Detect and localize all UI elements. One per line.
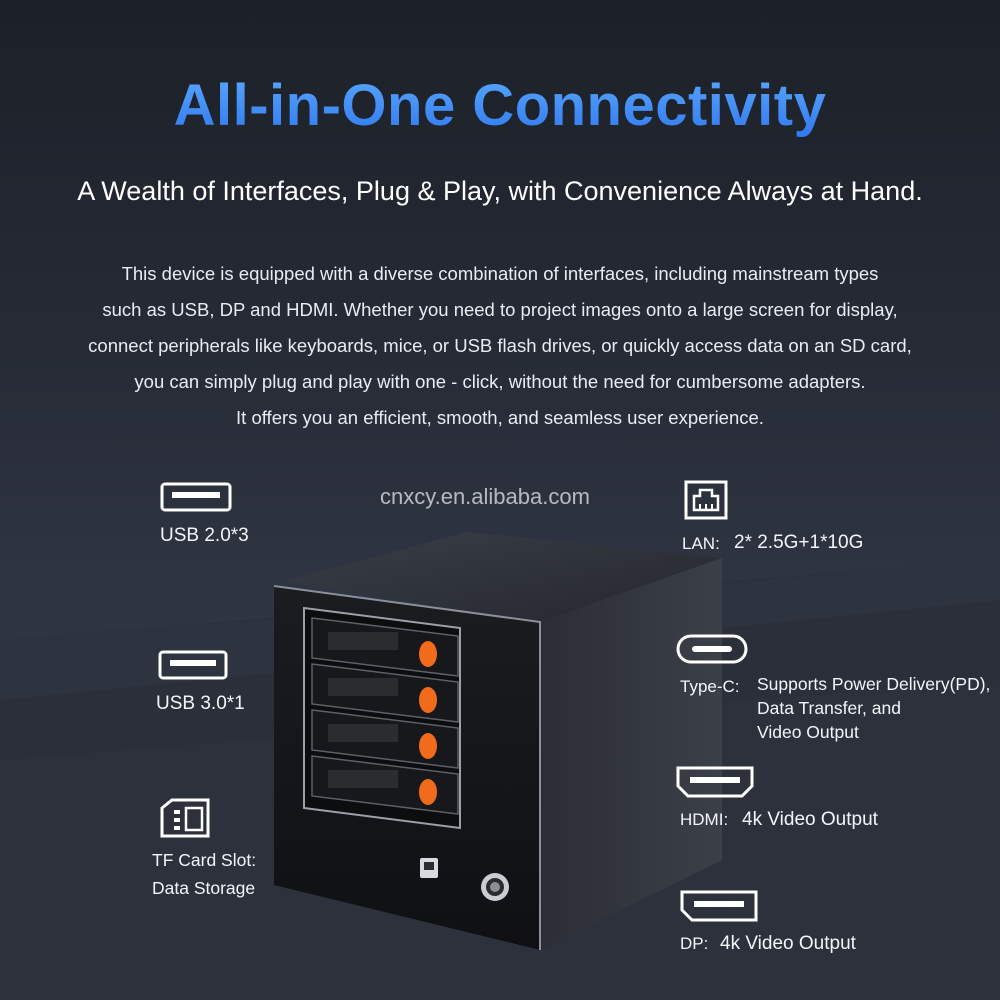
- typec-label: Type-C:: [680, 677, 740, 696]
- tf-detail: Data Storage: [152, 878, 256, 898]
- usb3-label: USB 3.0*1: [156, 693, 245, 714]
- page-subtitle: A Wealth of Interfaces, Plug & Play, wit…: [77, 176, 923, 206]
- drive-tray[interactable]: [311, 663, 459, 723]
- typec-detail: Supports Power Delivery(PD), Data Transf…: [757, 672, 990, 744]
- hdmi-detail: 4k Video Output: [742, 809, 878, 830]
- description-line: such as USB, DP and HDMI. Whether you ne…: [102, 299, 898, 320]
- sd-card-icon: [160, 798, 210, 838]
- typec-detail-line: Video Output: [757, 722, 859, 742]
- drive-tray[interactable]: [311, 709, 459, 769]
- displayport-icon: [680, 890, 758, 922]
- dp-label: DP:: [680, 934, 709, 953]
- hdmi-label: HDMI:: [680, 810, 729, 829]
- drive-tray[interactable]: [311, 617, 459, 677]
- typec-detail-line: Supports Power Delivery(PD),: [757, 674, 991, 694]
- usb2-label: USB 2.0*3: [160, 525, 249, 546]
- usb-c-icon: [676, 634, 748, 664]
- tf-label: TF Card Slot:: [152, 850, 257, 870]
- usb-a-icon: [158, 650, 228, 680]
- power-button[interactable]: [478, 870, 512, 904]
- dp-detail: 4k Video Output: [720, 933, 856, 954]
- hdmi-icon: [676, 766, 754, 798]
- typec-detail-line: Data Transfer, and: [757, 698, 901, 718]
- description-line: you can simply plug and play with one - …: [134, 371, 866, 392]
- description: This device is equipped with a diverse c…: [40, 256, 960, 436]
- description-line: connect peripherals like keyboards, mice…: [88, 335, 912, 356]
- lan-label: LAN:: [682, 534, 720, 553]
- drive-tray[interactable]: [311, 755, 459, 815]
- description-line: This device is equipped with a diverse c…: [121, 263, 879, 284]
- page-title: All-in-One Connectivity: [0, 72, 1000, 139]
- drive-bays: [311, 617, 459, 815]
- front-usb-port: [420, 858, 438, 878]
- usb-a-icon: [160, 482, 232, 512]
- ethernet-icon: [684, 480, 728, 520]
- watermark: cnxcy.en.alibaba.com: [380, 484, 590, 509]
- lan-detail: 2* 2.5G+1*10G: [734, 532, 864, 553]
- description-line: It offers you an efficient, smooth, and …: [236, 407, 764, 428]
